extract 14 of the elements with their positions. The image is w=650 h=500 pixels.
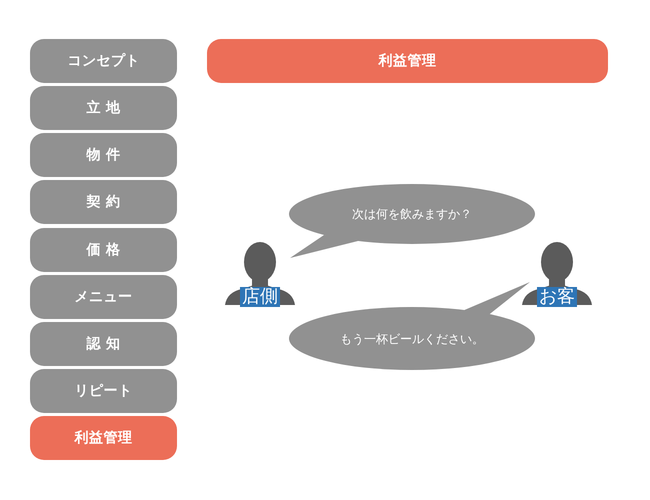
menu-tab: メニュー [30,275,177,319]
speaker-label: 店側 [240,287,280,307]
menu-tab: 認 知 [30,322,177,366]
menu-tab: 価 格 [30,228,177,272]
speech-text: もう一杯ビールください。 [340,333,484,345]
menu-tab: 物 件 [30,133,177,177]
menu-tab: 契 約 [30,180,177,224]
speaker-label: お客 [537,287,577,307]
speech-text: 次は何を飲みますか？ [352,208,472,220]
menu-tab: 利益管理 [30,416,177,460]
menu-tab: コンセプト [30,39,177,83]
menu-tab: リピート [30,369,177,413]
menu-tab: 立 地 [30,86,177,130]
header-banner: 利益管理 [207,39,608,83]
